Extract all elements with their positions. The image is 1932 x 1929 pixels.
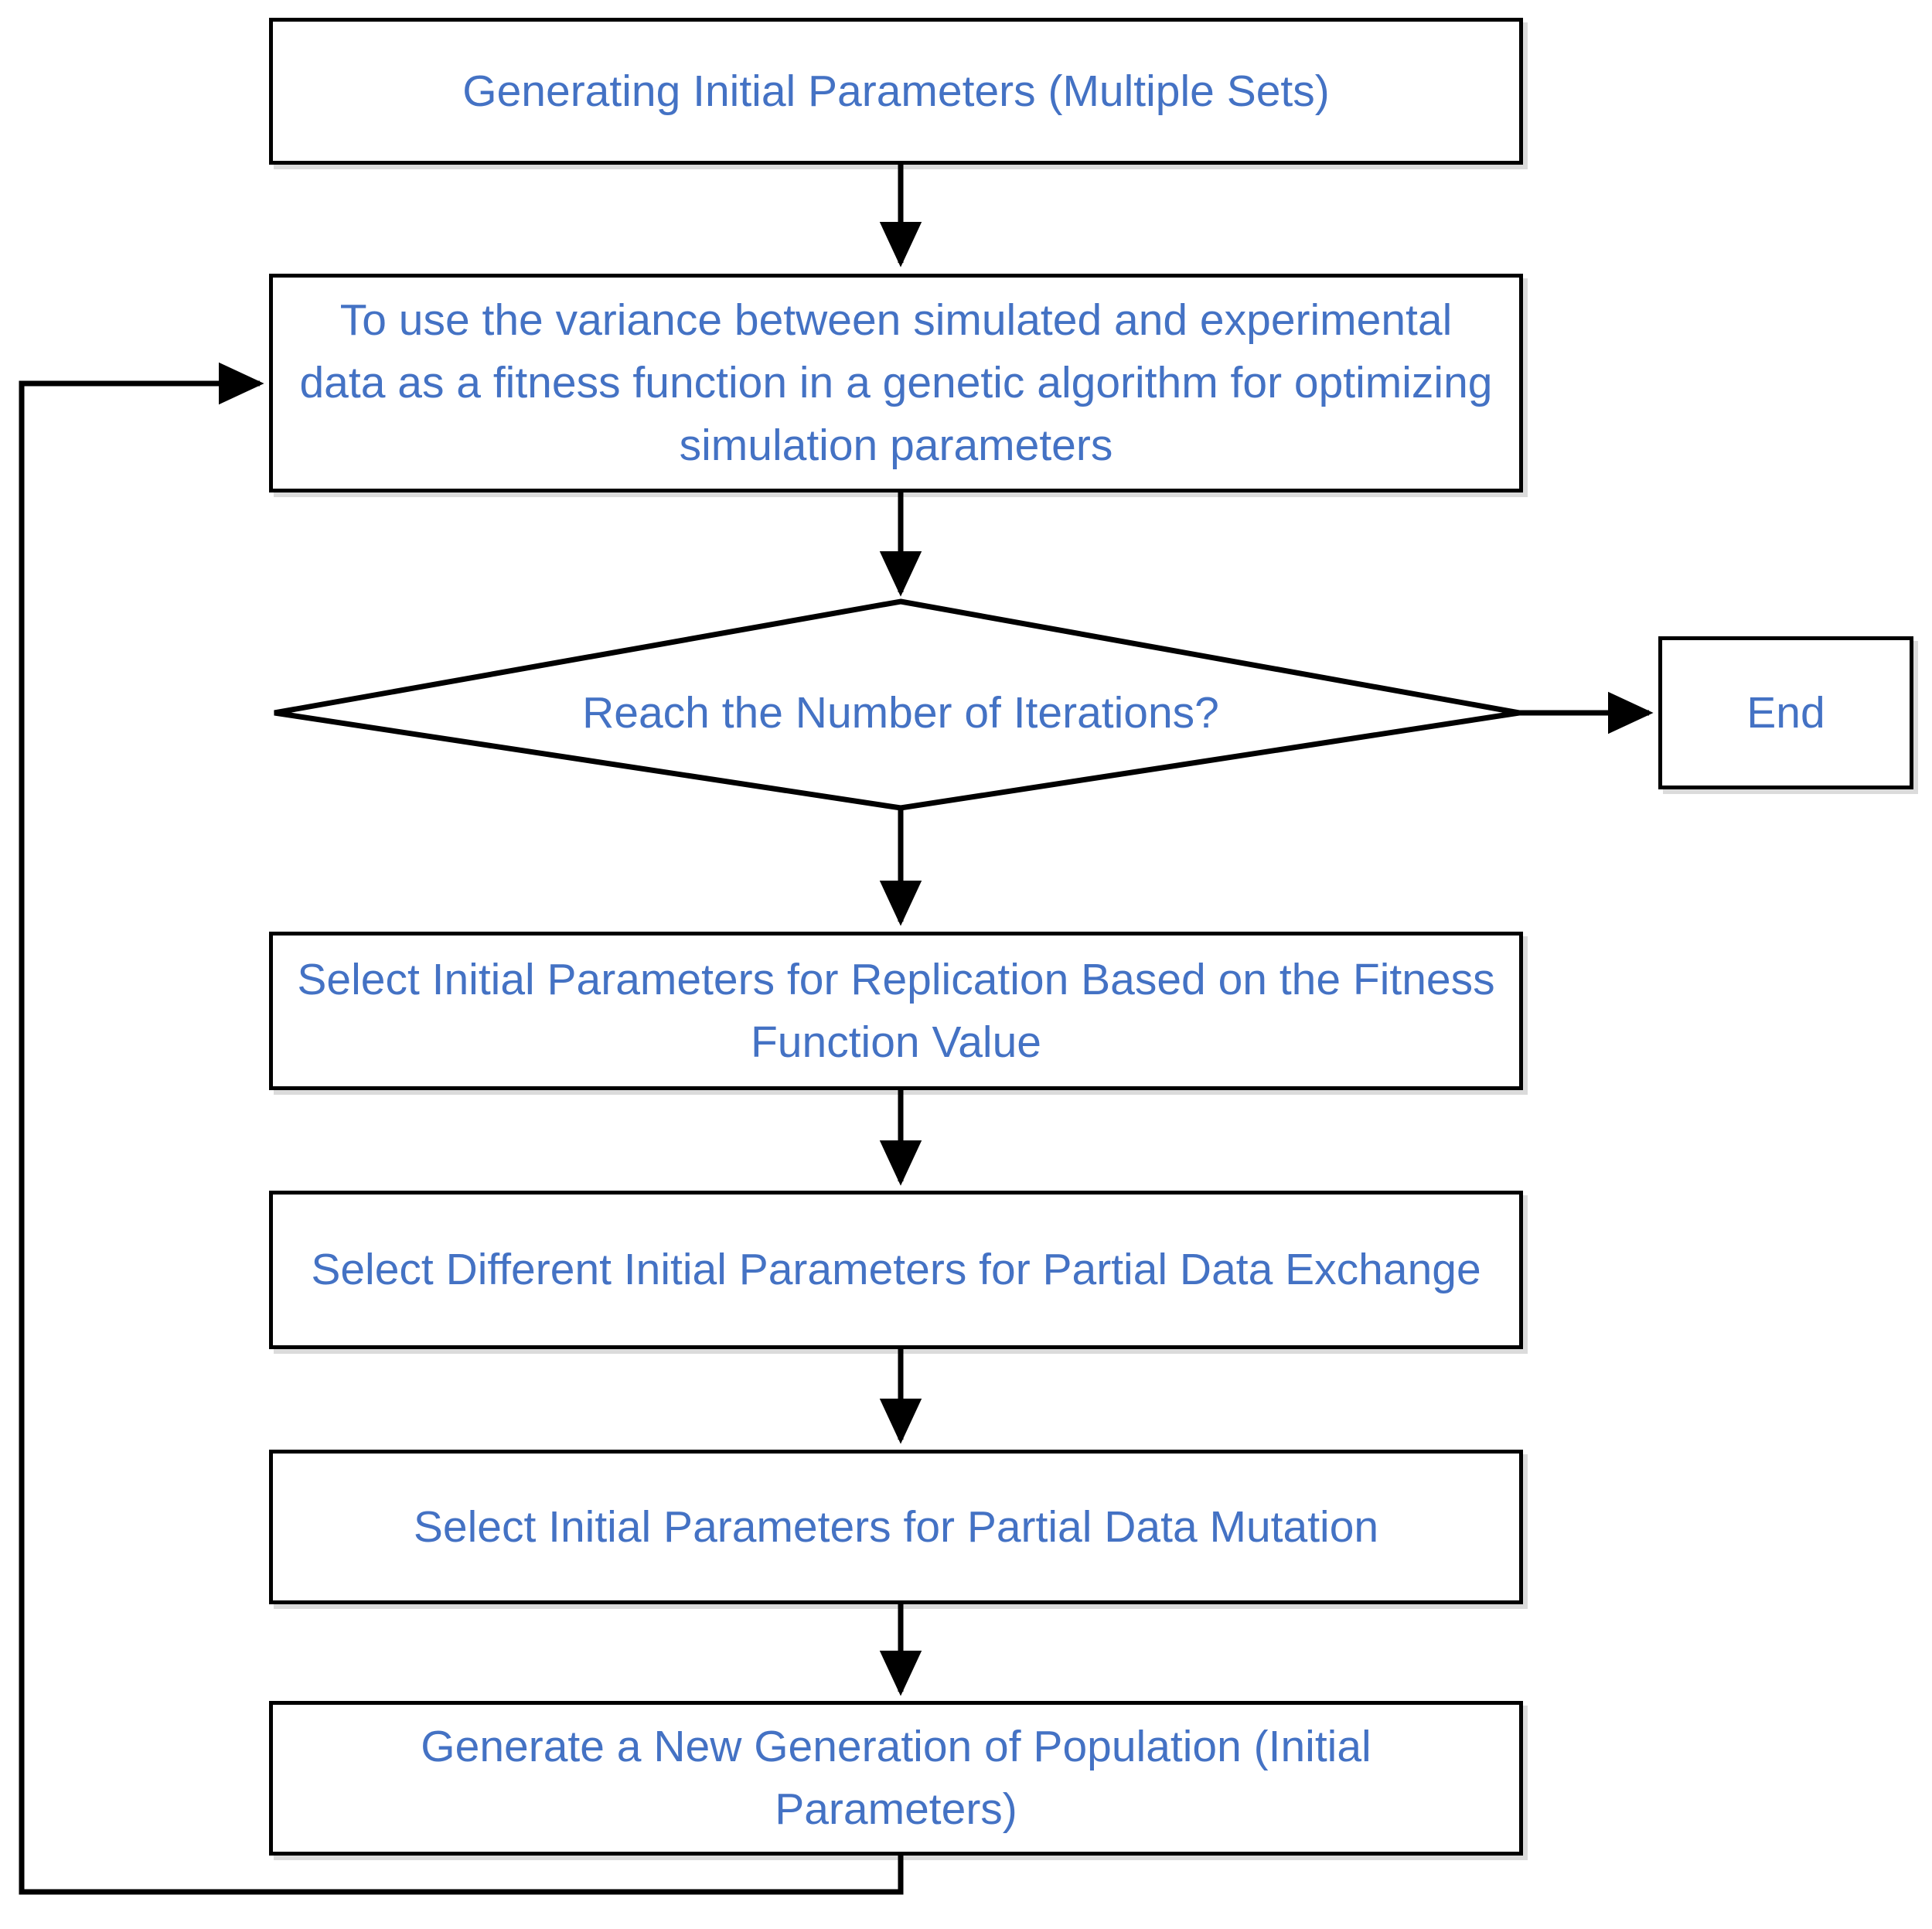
node-iteration-check[interactable]: Reach the Number of Iterations? [429,665,1372,762]
node-label-select-replication: Select Initial Parameters for Replicatio… [297,954,1495,1067]
node-select-replication[interactable]: Select Initial Parameters for Replicatio… [269,932,1523,1090]
node-label-end: End [1746,687,1825,738]
edge-feedback-loop-to-fitness [19,362,904,1895]
node-fitness-function[interactable]: To use the variance between simulated an… [269,274,1523,492]
node-label-fitness-function: To use the variance between simulated an… [299,295,1493,470]
node-label-new-generation: Generate a New Generation of Population … [421,1722,1371,1834]
node-generate-initial-parameters[interactable]: Generating Initial Parameters (Multiple … [269,18,1523,165]
node-select-exchange[interactable]: Select Different Initial Parameters for … [269,1191,1523,1349]
node-new-generation[interactable]: Generate a New Generation of Population … [269,1701,1523,1856]
node-select-mutation[interactable]: Select Initial Parameters for Partial Da… [269,1450,1523,1604]
node-label-generate-initial-parameters: Generating Initial Parameters (Multiple … [462,66,1330,116]
node-label-select-exchange: Select Different Initial Parameters for … [311,1245,1481,1295]
node-label-select-mutation: Select Initial Parameters for Partial Da… [413,1501,1379,1552]
node-end[interactable]: End [1658,636,1913,789]
node-label-iteration-check: Reach the Number of Iterations? [582,688,1219,738]
